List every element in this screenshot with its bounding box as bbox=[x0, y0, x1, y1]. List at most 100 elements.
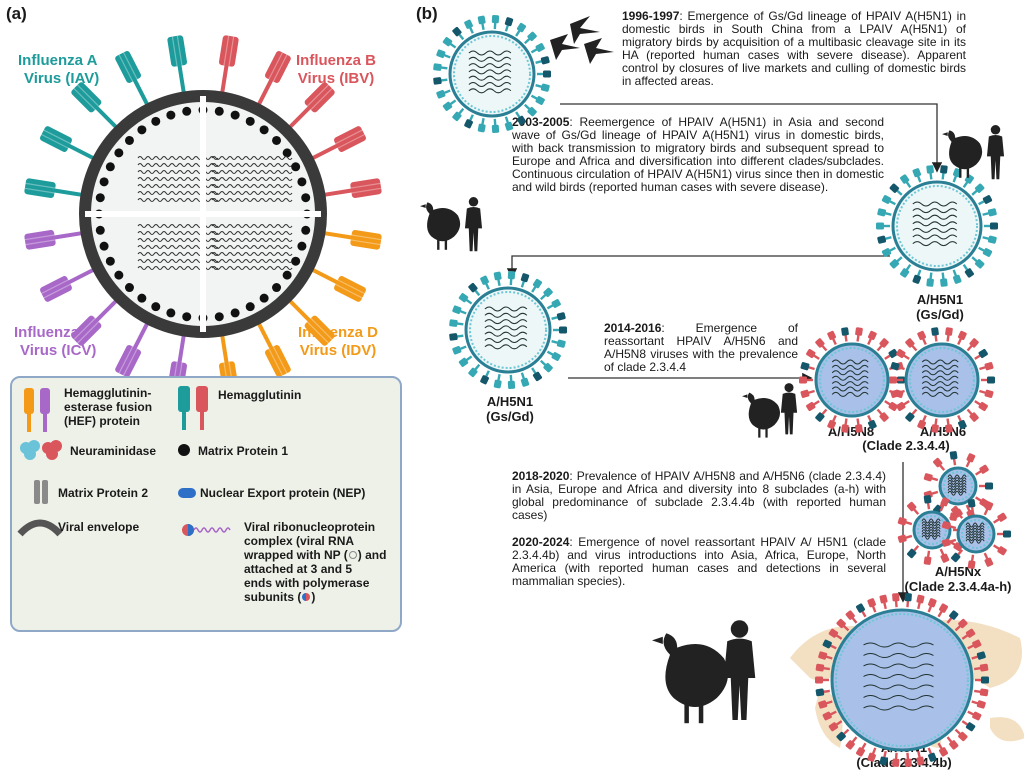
matrix-protein-1 bbox=[137, 125, 147, 135]
rnp-strand bbox=[211, 190, 293, 196]
legend-rnp-label: Viral ribonucleoprotein complex (viral R… bbox=[244, 520, 387, 604]
caption-clade-2344: (Clade 2.3.4.4) bbox=[862, 438, 950, 453]
human-silhouette-1 bbox=[986, 125, 1005, 180]
legend-env-label: Viral envelope bbox=[58, 520, 140, 534]
virion-h5nx-c bbox=[941, 499, 1011, 569]
matrix-protein-1 bbox=[259, 293, 269, 303]
glycoprotein-spike bbox=[24, 178, 83, 199]
glycoprotein-spike bbox=[323, 178, 382, 199]
matrix-protein-1 bbox=[95, 193, 105, 203]
virion-2003 bbox=[876, 165, 998, 287]
caption-h5n1-gsgd-1: A/H5N1(Gs/Gd) bbox=[916, 292, 964, 322]
hen-silhouette-3 bbox=[742, 392, 781, 438]
rnp-strand bbox=[211, 251, 293, 257]
rnp-icon bbox=[182, 524, 231, 536]
neuraminidase-icon bbox=[20, 440, 62, 460]
glycoprotein-spike bbox=[24, 229, 83, 250]
matrix-protein-1 bbox=[245, 116, 255, 126]
matrix-protein-1 bbox=[182, 106, 192, 116]
matrix-protein-1 bbox=[245, 302, 255, 312]
matrix-protein-1 bbox=[124, 135, 134, 145]
matrix-protein-1 bbox=[297, 241, 307, 251]
matrix-protein-1 bbox=[99, 177, 109, 187]
matrix-protein-1 bbox=[124, 283, 134, 293]
matrix-protein-1 bbox=[259, 125, 269, 135]
event-2014-text: 2014-2016: Emergence of reassortant HPAI… bbox=[604, 321, 798, 374]
legend-na-label: Neuraminidase bbox=[70, 444, 157, 458]
event-2003-text: 2003-2005: Reemergence of HPAIV A(H5N1) … bbox=[512, 115, 884, 194]
caption-h5n1-gsgd-2: A/H5N1(Gs/Gd) bbox=[486, 394, 534, 424]
matrix-protein-1-icon bbox=[178, 444, 190, 456]
event-2018-text: 2018-2020: Prevalence of HPAIV A/H5N8 an… bbox=[512, 469, 886, 522]
matrix-protein-1 bbox=[105, 256, 115, 266]
rnp-strand bbox=[211, 223, 293, 229]
matrix-protein-1 bbox=[291, 162, 301, 172]
influenza-b-label: Influenza B Virus (IBV) bbox=[296, 52, 377, 87]
legend-box: Hemagglutinin- esterase fusion (HEF) pro… bbox=[10, 376, 402, 632]
matrix-protein-1 bbox=[214, 312, 224, 322]
virion-h5n6 bbox=[889, 327, 995, 433]
polymerase-icon bbox=[302, 593, 311, 601]
matrix-protein-1 bbox=[301, 225, 311, 235]
panel-a-label: (a) bbox=[6, 4, 27, 23]
rnp-strand bbox=[211, 197, 293, 203]
legend-m2-label: Matrix Protein 2 bbox=[58, 486, 149, 500]
rnp-strand bbox=[211, 237, 293, 243]
nep-icon bbox=[178, 488, 196, 498]
matrix-protein-1 bbox=[301, 193, 311, 203]
glycoprotein-spike bbox=[310, 126, 366, 161]
human-silhouette-2 bbox=[464, 197, 483, 252]
virion-h5n8 bbox=[799, 327, 905, 433]
rnp-strand bbox=[211, 176, 293, 182]
glycoprotein-spike bbox=[115, 321, 150, 377]
rnp-strand bbox=[211, 183, 293, 189]
glycoprotein-spike bbox=[256, 321, 291, 377]
hemagglutinin-icon bbox=[178, 386, 208, 430]
legend-hef-label: Hemagglutinin- esterase fusion (HEF) pro… bbox=[64, 386, 153, 428]
event-1996-text: 1996-1997: Emergence of Gs/Gd lineage of… bbox=[622, 9, 966, 88]
matrix-protein-1 bbox=[230, 308, 240, 318]
caption-h5n6: A/H5N6 bbox=[919, 424, 967, 439]
caption-h5n8: A/H5N8 bbox=[827, 424, 875, 439]
migratory-birds-icon bbox=[550, 16, 614, 64]
rnp-strand bbox=[211, 162, 293, 168]
matrix-protein-1 bbox=[282, 148, 292, 158]
human-silhouette-3 bbox=[780, 383, 798, 435]
virion-1996 bbox=[433, 14, 551, 134]
virion-h5n1-2344b bbox=[815, 593, 989, 767]
glycoprotein-spike bbox=[218, 35, 239, 94]
matrix-protein-1 bbox=[297, 177, 307, 187]
matrix-protein-1 bbox=[137, 293, 147, 303]
matrix-protein-1 bbox=[99, 241, 109, 251]
glycoprotein-spike bbox=[115, 51, 150, 107]
matrix-protein-1 bbox=[114, 270, 124, 280]
matrix-protein-1 bbox=[272, 135, 282, 145]
glycoprotein-spike bbox=[71, 82, 119, 130]
arrow-1 bbox=[560, 103, 943, 173]
human-silhouette-4 bbox=[723, 620, 756, 720]
hen-silhouette-2 bbox=[420, 202, 461, 250]
matrix-protein-1 bbox=[272, 283, 282, 293]
virion-2014-source bbox=[449, 270, 567, 390]
matrix-protein-1 bbox=[114, 148, 124, 158]
rnp-strand bbox=[211, 230, 293, 236]
matrix-protein-1 bbox=[166, 308, 176, 318]
matrix-protein-1 bbox=[230, 110, 240, 120]
glycoprotein-spike bbox=[167, 35, 188, 94]
panel-b-label: (b) bbox=[416, 4, 438, 23]
arrow-2 bbox=[506, 255, 890, 279]
rnp-strand bbox=[211, 265, 293, 271]
glycoprotein-spike bbox=[287, 82, 335, 130]
glycoprotein-spike bbox=[310, 267, 366, 302]
legend-m1-label: Matrix Protein 1 bbox=[198, 444, 289, 458]
hen-silhouette-1 bbox=[942, 130, 983, 178]
matrix-protein-1 bbox=[214, 106, 224, 116]
rnp-strand bbox=[211, 169, 293, 175]
matrix-protein-1 bbox=[105, 162, 115, 172]
legend-nep-label: Nuclear Export protein (NEP) bbox=[200, 486, 366, 500]
glycoprotein-spike bbox=[256, 51, 291, 107]
hef-icon bbox=[24, 388, 50, 432]
matrix-protein-2-icon bbox=[34, 480, 48, 504]
